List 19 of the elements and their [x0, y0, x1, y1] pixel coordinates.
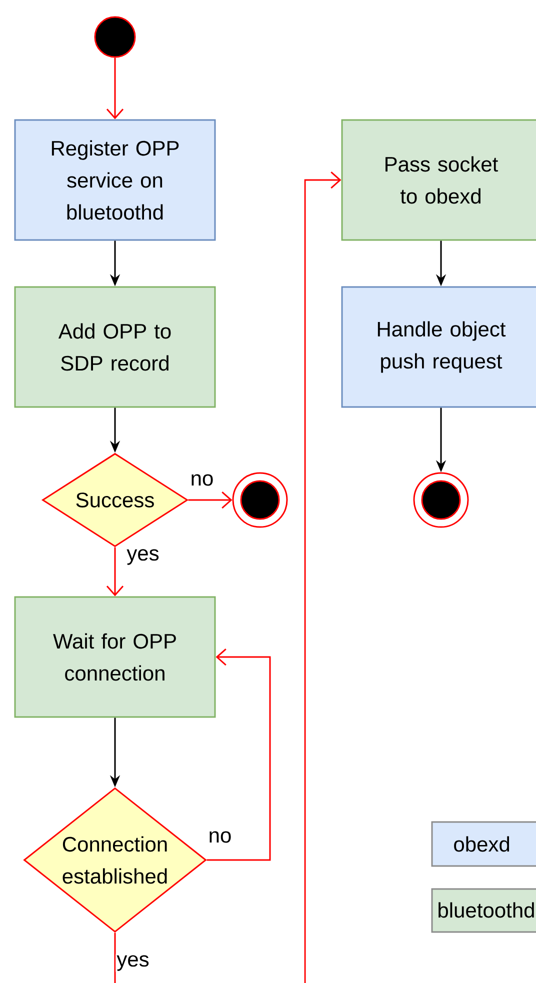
edge-label: yes	[126, 548, 160, 566]
process-box: Pass socket to obexd	[341, 119, 536, 241]
arrow	[106, 58, 124, 120]
process-box: Add OPP to SDP record	[14, 286, 216, 408]
edge-label: yes	[116, 954, 150, 972]
process-box: Wait for OPP connection	[14, 596, 216, 718]
arrow	[206, 648, 271, 861]
end-node	[232, 472, 288, 528]
process-box: Handle object push request	[341, 286, 536, 408]
arrow	[188, 491, 232, 509]
edge-label: no	[207, 830, 233, 844]
process-box: Register OPP service on bluetoothd	[14, 119, 216, 241]
end-node	[413, 472, 469, 528]
legend-text: bluetoothd	[438, 902, 534, 918]
edge-label: no	[189, 473, 215, 487]
arrow	[304, 171, 342, 983]
legend-text: obexd	[454, 836, 510, 852]
start-node	[94, 16, 136, 58]
arrow	[106, 547, 124, 596]
